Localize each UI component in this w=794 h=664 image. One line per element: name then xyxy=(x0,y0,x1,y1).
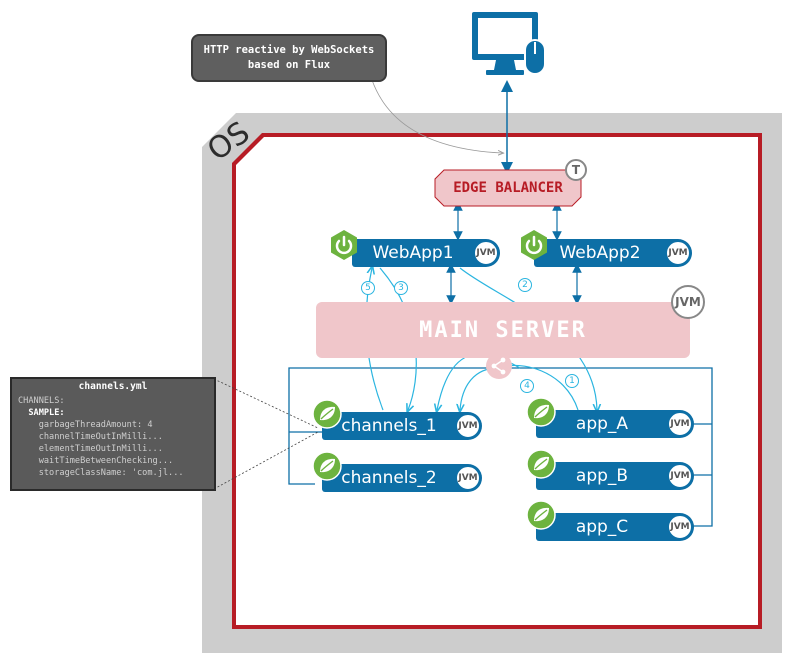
app-a-jvm-badge: JVM xyxy=(667,411,693,437)
channels-2-label: channels_2 xyxy=(341,468,437,488)
yaml-line: garbageThreadAmount: 4 xyxy=(18,420,153,430)
spring-leaf-icon xyxy=(312,451,342,481)
spring-leaf-icon xyxy=(526,397,556,427)
left-bus xyxy=(288,367,498,485)
yaml-line: CHANNELS: xyxy=(18,396,65,406)
app-c-label: app_C xyxy=(575,517,629,537)
flow-step-4: 4 xyxy=(520,379,534,393)
callout-line-2: based on Flux xyxy=(247,59,331,71)
webapp1-jvm-badge: JVM xyxy=(473,240,499,266)
main-server: MAIN SERVER xyxy=(316,302,690,358)
main-server-jvm-badge: JVM xyxy=(671,285,705,319)
server-boundary-inner xyxy=(236,137,758,625)
app-b-label: app_B xyxy=(575,466,629,486)
channels-1-label: channels_1 xyxy=(341,416,437,436)
websocket-callout: HTTP reactive by WebSockets based on Flu… xyxy=(191,34,387,82)
callout-connector xyxy=(371,79,502,153)
spring-leaf-icon xyxy=(312,399,342,429)
yaml-line: storageClassName: 'com.jl... xyxy=(18,468,184,478)
app-c-jvm-badge: JVM xyxy=(667,514,693,540)
app-b-jvm-badge: JVM xyxy=(667,463,693,489)
yaml-title: channels.yml xyxy=(78,381,148,392)
webapp2-label: WebApp2 xyxy=(559,243,641,263)
edge-balancer-badge: T xyxy=(565,159,587,181)
yaml-line: elementTimeOutInMilli... xyxy=(18,444,163,454)
monitor-icon xyxy=(472,12,546,75)
channels-2-jvm-badge: JVM xyxy=(455,465,481,491)
channels-1-jvm-badge: JVM xyxy=(455,413,481,439)
callout-line-1: HTTP reactive by WebSockets xyxy=(203,44,375,56)
spring-leaf-icon xyxy=(526,500,556,530)
yaml-connector-top xyxy=(213,378,319,429)
edge-balancer-label: EDGE BALANCER xyxy=(453,180,563,196)
channels-yaml-panel: channels.yml CHANNELS: SAMPLE: garbageTh… xyxy=(10,377,216,491)
flow-step-3: 3 xyxy=(394,281,408,295)
webapp1-label: WebApp1 xyxy=(372,243,454,263)
flow-step-1: 1 xyxy=(565,374,579,388)
webapp2-jvm-badge: JVM xyxy=(665,240,691,266)
yaml-line: waitTimeBetweenChecking... xyxy=(18,456,174,466)
app-a-label: app_A xyxy=(575,414,629,434)
spring-leaf-icon xyxy=(526,449,556,479)
flow-step-2: 2 xyxy=(518,278,532,292)
spring-boot-power-icon xyxy=(521,230,547,260)
yaml-line: SAMPLE: xyxy=(18,408,65,418)
yaml-line: channelTimeOutInMilli... xyxy=(18,432,163,442)
share-hub-icon xyxy=(486,353,512,379)
spring-boot-power-icon xyxy=(331,230,357,260)
main-server-label: MAIN SERVER xyxy=(419,317,587,343)
yaml-connector-bottom xyxy=(213,431,319,490)
flow-step-5: 5 xyxy=(361,281,375,295)
